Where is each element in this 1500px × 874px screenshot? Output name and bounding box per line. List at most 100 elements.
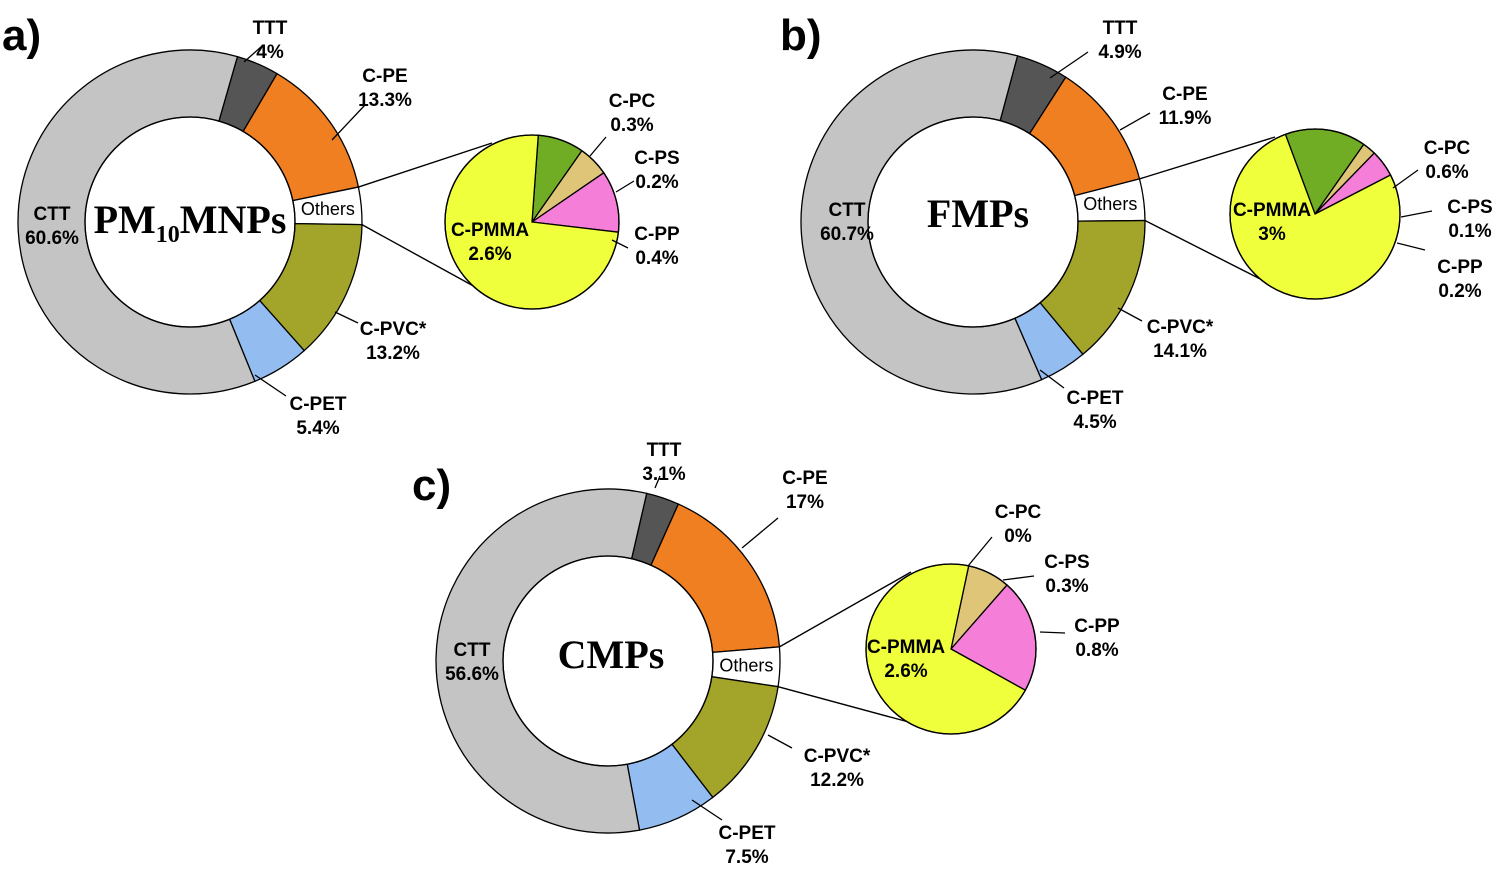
ring-label-others: Others xyxy=(301,199,355,219)
leader-line-c-pe xyxy=(741,517,779,549)
panel-c: c) Others CMPs TTT 3.1% C-PE 17% C-PVC* 12.2% C-… xyxy=(412,440,1120,868)
ring-value-c-pet: 4.5% xyxy=(1073,412,1116,433)
pie-value-c-pc: 0.3% xyxy=(610,115,653,136)
center-title-main: PM xyxy=(94,197,156,242)
connector-line xyxy=(358,142,493,188)
ring-label-ctt: CTT xyxy=(829,200,866,221)
ring-value-c-pe: 13.3% xyxy=(358,90,412,111)
center-title-main: CMPs xyxy=(558,632,665,677)
ring-value-ttt: 3.1% xyxy=(642,464,685,485)
ring-label-c-pet: C-PET xyxy=(719,823,776,844)
leader-line-c-pet xyxy=(254,374,287,397)
pie-value-c-pp: 0.4% xyxy=(635,248,678,269)
center-title-tail: MNPs xyxy=(180,197,287,242)
leader-line-c-pvc xyxy=(767,734,793,749)
ring-label-ctt: CTT xyxy=(454,640,491,661)
panel-label: b) xyxy=(780,11,822,60)
ring-label-others: Others xyxy=(719,656,773,676)
connector-line xyxy=(779,571,912,648)
ring-label-c-pet: C-PET xyxy=(290,394,347,415)
ring-value-c-pet: 5.4% xyxy=(296,418,339,439)
pie-value-c-ps: 0.2% xyxy=(635,172,678,193)
pie-label-c-pmma: C-PMMA xyxy=(451,220,529,241)
leader-line-c-pc xyxy=(589,136,607,157)
leader-line-c-pc xyxy=(1392,169,1419,189)
center-title: FMPs xyxy=(927,191,1029,236)
pie-outline xyxy=(865,563,1037,735)
leader-line-ttt xyxy=(654,475,661,489)
center-title: PM10MNPs xyxy=(94,197,287,248)
ring-value-c-pvc: 13.2% xyxy=(366,343,420,364)
pie-label-c-pp: C-PP xyxy=(1074,616,1120,637)
pie-label-c-ps: C-PS xyxy=(1447,197,1492,218)
ring-hole xyxy=(502,555,714,767)
pie-value-c-pp: 0.8% xyxy=(1075,640,1118,661)
ring-label-ctt: CTT xyxy=(34,204,71,225)
pie-label-c-pc: C-PC xyxy=(1424,138,1471,159)
pie-label-c-pmma: C-PMMA xyxy=(1233,200,1311,221)
pie-value-c-pmma: 3% xyxy=(1258,224,1286,245)
pie-value-c-pc: 0% xyxy=(1004,526,1032,547)
pie-label-c-pp: C-PP xyxy=(634,224,680,245)
pie-label-c-pmma: C-PMMA xyxy=(867,637,945,658)
leader-line-c-pe xyxy=(331,104,366,141)
pie-value-c-ps: 0.1% xyxy=(1448,221,1491,242)
pie-value-c-pmma: 2.6% xyxy=(468,244,511,265)
leader-line-ttt xyxy=(243,45,263,63)
ring-value-c-pvc: 14.1% xyxy=(1153,341,1207,362)
ring-label-others: Others xyxy=(1083,194,1137,214)
ring-value-c-pvc: 12.2% xyxy=(810,770,864,791)
ring-value-c-pe: 17% xyxy=(786,492,824,513)
pie-label-c-pc: C-PC xyxy=(609,91,656,112)
ring-value-ttt: 4% xyxy=(256,42,284,63)
leader-line-c-pp xyxy=(1039,631,1066,634)
pie-value-c-ps: 0.3% xyxy=(1045,576,1088,597)
ring-hole xyxy=(84,116,296,328)
center-title-sub: 10 xyxy=(156,222,180,248)
panel-label: a) xyxy=(2,11,41,60)
ring-label-c-pvc: C-PVC* xyxy=(360,319,427,340)
panel-a: a) Others PM10MNPs TTT 4% C-PE 13.3% C-PVC* 13.… xyxy=(2,11,680,439)
pie-label-c-ps: C-PS xyxy=(1044,552,1089,573)
ring-label-c-pvc: C-PVC* xyxy=(1147,317,1214,338)
leader-line-c-pp xyxy=(611,239,629,249)
ring-label-ttt: TTT xyxy=(647,440,682,461)
ring-value-ttt: 4.9% xyxy=(1098,42,1141,63)
pie-outline xyxy=(444,134,620,310)
leader-line-c-pet xyxy=(691,799,723,821)
ring-label-c-pe: C-PE xyxy=(362,66,407,87)
ring-segment-c-pe xyxy=(650,503,781,654)
leader-line-c-ps xyxy=(1400,210,1433,218)
leader-line-c-pp xyxy=(1396,242,1426,251)
leader-line-c-pc xyxy=(967,536,993,567)
pie-value-c-pp: 0.2% xyxy=(1438,281,1481,302)
pie-label-c-ps: C-PS xyxy=(634,148,679,169)
pie-label-c-pc: C-PC xyxy=(995,502,1042,523)
leader-line-c-pvc xyxy=(334,311,359,324)
connector-line xyxy=(777,686,917,725)
ring-value-ctt: 60.6% xyxy=(25,228,79,249)
ring-label-ttt: TTT xyxy=(253,18,288,39)
ring-hole xyxy=(867,116,1079,328)
leader-line-c-ps xyxy=(615,180,635,193)
ring-label-ttt: TTT xyxy=(1103,18,1138,39)
pie-value-c-pc: 0.6% xyxy=(1425,162,1468,183)
connector-line xyxy=(1144,219,1281,290)
leader-line-c-pvc xyxy=(1117,307,1143,322)
center-title-main: FMPs xyxy=(927,191,1029,236)
ring-value-ctt: 60.7% xyxy=(820,224,874,245)
leader-line-c-ps xyxy=(1002,575,1035,581)
leader-line-c-pet xyxy=(1039,369,1065,389)
pie-value-c-pmma: 2.6% xyxy=(884,661,927,682)
ring-label-c-pe: C-PE xyxy=(1162,84,1207,105)
ring-value-ctt: 56.6% xyxy=(445,664,499,685)
ring-value-c-pe: 11.9% xyxy=(1159,108,1212,129)
ring-label-c-pe: C-PE xyxy=(782,468,827,489)
ring-label-c-pvc: C-PVC* xyxy=(804,746,871,767)
ring-value-c-pet: 7.5% xyxy=(725,847,768,868)
panel-label: c) xyxy=(412,461,451,510)
leader-line-ttt xyxy=(1049,51,1089,79)
center-title: CMPs xyxy=(558,632,665,677)
leader-line-c-pe xyxy=(1119,112,1151,131)
